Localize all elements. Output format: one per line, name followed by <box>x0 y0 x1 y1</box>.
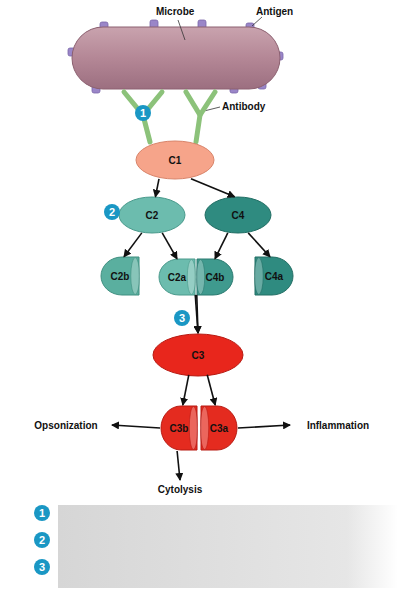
protein-oval: C1 <box>135 140 215 180</box>
callout-number: 1 <box>34 505 50 521</box>
node-label: C3a <box>200 405 238 451</box>
node-label: C2 <box>118 196 186 234</box>
part-label: Microbe <box>156 6 194 17</box>
arrow-connector <box>124 233 142 257</box>
node-label: C4 <box>204 196 272 234</box>
outcome-text: Inflammation <box>290 416 386 434</box>
arrow-connector <box>207 375 215 405</box>
antibody-symbol <box>124 92 215 142</box>
fragment-shape: C3b <box>160 405 198 451</box>
arrow-connector <box>238 425 290 428</box>
callout-number: 2 <box>104 204 120 220</box>
part-label: Antibody <box>222 101 265 112</box>
fragment-shape: C3a <box>200 405 238 451</box>
part-label: Antigen <box>256 6 293 17</box>
leader-line <box>178 20 185 40</box>
microbe-body <box>72 27 280 89</box>
outcome-text: Cytolysis <box>138 480 222 498</box>
callout-number: 3 <box>34 559 50 575</box>
leader-line <box>252 17 262 26</box>
node-label: C4b <box>196 258 234 296</box>
node-label: Opsonization <box>20 416 112 434</box>
arrow-connector <box>112 425 160 428</box>
arrow-connector <box>215 233 228 259</box>
node-label: C3 <box>152 333 244 377</box>
answer-panel <box>58 505 398 588</box>
arrow-connector <box>195 295 198 333</box>
node-label: C1 <box>135 140 215 180</box>
antigen-symbol <box>68 20 283 93</box>
callout-number: 3 <box>174 310 190 326</box>
fragment-shape: C2a <box>158 258 196 296</box>
arrow-connector <box>155 179 159 197</box>
arrow-connector <box>162 233 177 259</box>
protein-oval: C3 <box>152 333 244 377</box>
node-label: C2a <box>158 258 196 296</box>
protein-oval: C2 <box>118 196 186 234</box>
node-label: C3b <box>160 405 198 451</box>
outcome-text: Opsonization <box>20 416 112 434</box>
arrow-connector <box>248 233 270 257</box>
fragment-shape: C4a <box>254 256 294 296</box>
fragment-shape: C4b <box>196 258 234 296</box>
arrow-connector <box>183 375 189 405</box>
arrow-connector <box>197 295 198 333</box>
callout-number: 2 <box>34 532 50 548</box>
arrow-connector <box>191 179 235 197</box>
node-label: Inflammation <box>290 416 386 434</box>
fragment-shape: C2b <box>100 256 140 296</box>
arrow-connector <box>177 451 180 480</box>
node-label: Cytolysis <box>138 480 222 498</box>
node-label: C4a <box>254 256 294 296</box>
node-label: C2b <box>100 256 140 296</box>
callout-number: 1 <box>135 105 151 121</box>
protein-oval: C4 <box>204 196 272 234</box>
